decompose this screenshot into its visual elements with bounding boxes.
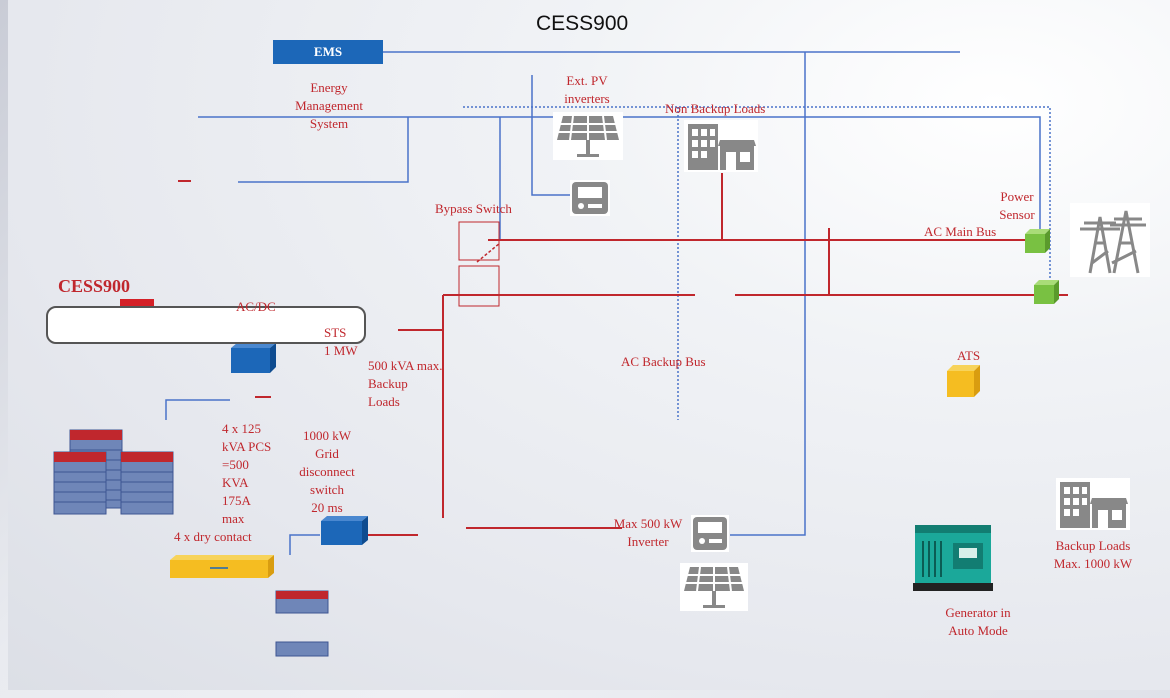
battery-racks bbox=[53, 429, 329, 657]
power-sensor-top bbox=[1025, 229, 1050, 253]
ac-backup-bus-label: AC Backup Bus bbox=[621, 354, 706, 369]
transmission-tower-icon bbox=[1070, 203, 1150, 277]
generator-label: Generator in Auto Mode bbox=[945, 605, 1011, 638]
ats-cube bbox=[947, 365, 980, 397]
diagram-title: CESS900 bbox=[536, 12, 629, 35]
pcs-cube bbox=[231, 343, 276, 373]
ats-label: ATS bbox=[957, 348, 981, 363]
battery-module-small bbox=[275, 641, 329, 657]
sts-label: STS 1 MW bbox=[324, 325, 358, 358]
backup-loads-label: Backup Loads Max. 1000 kW bbox=[1053, 538, 1133, 571]
pcs-label: 4 x 125 kVA PCS =500 KVA 175A max bbox=[222, 421, 272, 526]
power-lines bbox=[178, 173, 1068, 536]
acdc-label: AC/DC bbox=[236, 299, 276, 314]
ext-pv-label: Ext. PV inverters bbox=[564, 73, 610, 106]
dry-contact-label: 4 x dry contact bbox=[174, 529, 252, 544]
generator-icon bbox=[913, 521, 993, 593]
non-backup-label: Non Backup Loads bbox=[665, 101, 766, 116]
bypass-switch-label: Bypass Switch bbox=[435, 201, 512, 216]
power-sensor-bottom bbox=[1034, 280, 1059, 304]
ems-description: Energy Management System bbox=[295, 80, 363, 131]
bypass-switch-lower bbox=[458, 265, 500, 307]
building-icon bbox=[684, 120, 758, 172]
solar-panel-icon bbox=[553, 112, 623, 160]
cess-cabinet bbox=[46, 306, 366, 344]
grid-switch-label: 1000 kW Grid disconnect switch 20 ms bbox=[299, 428, 355, 515]
grid-switch-cube bbox=[321, 516, 368, 545]
solar-panel-bottom-icon bbox=[680, 563, 748, 611]
cess-label: CESS900 bbox=[58, 276, 131, 296]
bypass-switch-upper bbox=[458, 221, 500, 261]
ems-box: EMS bbox=[273, 40, 383, 64]
ac-main-bus-label: AC Main Bus bbox=[924, 224, 997, 239]
power-sensor-label: Power Sensor bbox=[999, 189, 1035, 222]
inverter-label: Max 500 kW Inverter bbox=[613, 516, 683, 549]
inverter-icon bbox=[691, 515, 729, 552]
dry-contact-block bbox=[170, 555, 274, 578]
inverter-meter-icon bbox=[570, 180, 610, 216]
backup-building-icon bbox=[1056, 478, 1130, 530]
backup-loads-500-label: 500 kVA max. Backup Loads bbox=[368, 358, 443, 409]
